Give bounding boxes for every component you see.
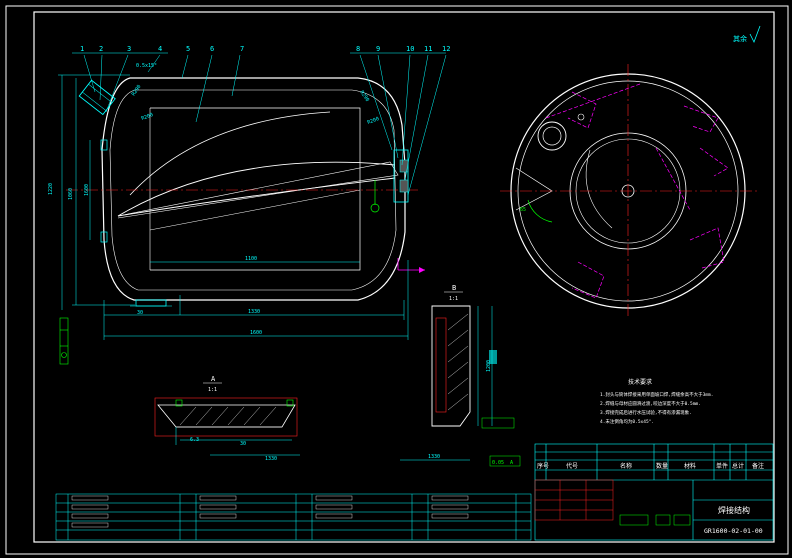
main-view-dimension-text: 1220 1060 1600 1100 1330 1600 30 R200 R2… xyxy=(48,63,380,336)
part-label-2: 2 xyxy=(99,45,103,53)
end-view-circle: 65 xyxy=(500,64,760,318)
detail-b-height: 1200 xyxy=(486,360,492,372)
title-block-stamps xyxy=(619,514,691,526)
dim-left-radius: R200 xyxy=(141,112,154,122)
dim-inner-span: 1100 xyxy=(245,256,257,262)
parts-list-table xyxy=(55,493,532,541)
tank-front-view xyxy=(66,77,425,307)
detail-a-width: 30 xyxy=(240,441,246,447)
section-detail-a: A 1:1 30 1330 6.3 xyxy=(154,375,300,462)
dim-corner-left: R290 xyxy=(131,84,143,97)
part-label-3: 3 xyxy=(127,45,131,53)
tolerance-frame-left xyxy=(59,317,69,365)
part-callouts xyxy=(72,52,447,196)
col-unit-weight: 单件 xyxy=(716,462,728,470)
note-1: 1.封头与筒体焊接采用单面坡口焊,焊缝余高不大于3mm. xyxy=(600,391,713,398)
dim-inner-length: 1330 xyxy=(248,309,260,315)
part-label-11: 11 xyxy=(424,45,432,53)
main-view-dimensions xyxy=(58,74,409,340)
corner-roughness-mark: 其余 xyxy=(733,25,761,43)
sheet-border xyxy=(5,5,789,555)
dim-bottom-width: 30 xyxy=(137,310,143,316)
tank-outline xyxy=(101,77,406,301)
part-label-6: 6 xyxy=(210,45,214,53)
col-remarks: 备注 xyxy=(752,462,764,470)
part-label-4: 4 xyxy=(158,45,162,53)
detail-a-length: 1330 xyxy=(265,456,277,462)
part-label-9: 9 xyxy=(376,45,380,53)
detail-b-datum: A xyxy=(510,460,513,466)
col-material: 材料 xyxy=(684,462,696,470)
title-block xyxy=(534,443,774,541)
dim-inner-height: 1060 xyxy=(68,188,74,200)
part-label-10: 10 xyxy=(406,45,414,53)
title-block-red-grid xyxy=(534,479,614,521)
dim-right-radius: R200 xyxy=(367,116,380,126)
title-block-header: 序号 代号 名称 数量 材料 单件 总计 备注 xyxy=(537,462,764,470)
section-b-label: B xyxy=(452,284,456,292)
part-label-1: 1 xyxy=(80,45,84,53)
part-number-labels: 1 2 3 4 5 6 7 8 9 10 11 12 xyxy=(80,45,450,53)
part-label-12: 12 xyxy=(442,45,450,53)
ring-dimension: 65 xyxy=(520,207,526,213)
corner-mark-text: 其余 xyxy=(733,34,747,43)
section-detail-b: B 1:1 1200 1330 0.05 A xyxy=(400,284,521,467)
technical-notes: 技术要求 1.封头与筒体焊接采用单面坡口焊,焊缝余高不大于3mm. 2.焊缝与母… xyxy=(600,378,713,425)
detail-a-roughness: 6.3 xyxy=(190,437,199,443)
col-total-weight: 总计 xyxy=(732,462,744,470)
col-qty: 数量 xyxy=(656,462,668,470)
section-b-scale: 1:1 xyxy=(449,296,458,302)
dim-flange-span: 1600 xyxy=(84,184,90,196)
note-4: 4.未注倒角均为0.5x45°. xyxy=(600,418,654,425)
section-a-label: A xyxy=(211,375,216,383)
note-3: 3.焊接完成后进行水压试验,不得有渗漏现象. xyxy=(600,409,692,416)
drawing-number: GR1600-02-01-00 xyxy=(704,527,763,535)
detail-b-length: 1330 xyxy=(428,454,440,460)
col-code: 代号 xyxy=(566,462,578,470)
part-label-7: 7 xyxy=(240,45,244,53)
part-name: 焊接结构 xyxy=(718,505,750,515)
dim-chamfer: 0.5x15° xyxy=(136,63,157,69)
col-name: 名称 xyxy=(620,462,632,470)
section-a-scale: 1:1 xyxy=(208,387,217,393)
notes-title: 技术要求 xyxy=(628,378,652,386)
dim-corner-right: R290 xyxy=(358,90,370,103)
dim-height: 1220 xyxy=(48,183,54,195)
part-label-5: 5 xyxy=(186,45,190,53)
part-label-8: 8 xyxy=(356,45,360,53)
note-2: 2.焊缝与母材应圆滑过渡,咬边深度不大于0.5mm. xyxy=(600,400,701,407)
detail-b-tolerance: 0.05 xyxy=(492,460,504,466)
col-index: 序号 xyxy=(537,462,549,470)
dim-overall-length: 1600 xyxy=(250,330,262,336)
parts-list-filler xyxy=(71,495,469,528)
